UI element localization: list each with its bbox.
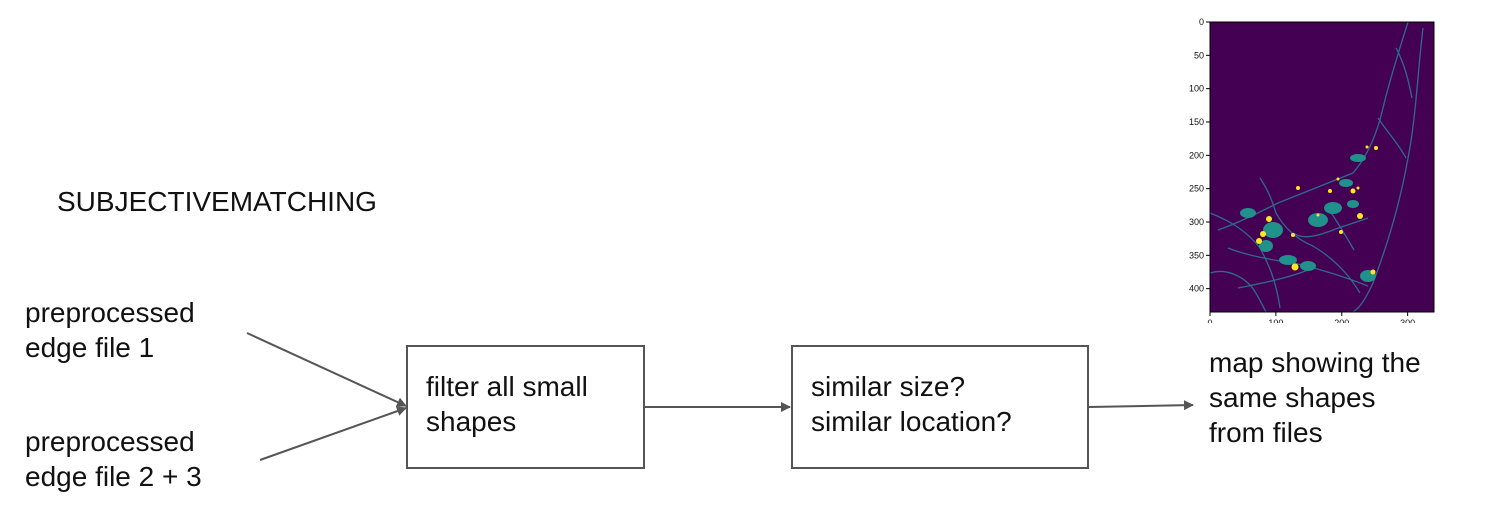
arrow-input1-to-filter — [246, 332, 407, 407]
map-x-axis: 0 100 200 300 — [1207, 312, 1415, 323]
map-x-tick-label: 200 — [1334, 318, 1349, 323]
map-y-tick-label: 150 — [1189, 117, 1204, 127]
map-y-axis: 0 50 100 150 200 250 300 350 400 — [1189, 17, 1210, 294]
map-y-tick-label: 0 — [1199, 17, 1204, 27]
map-x-tick-label: 0 — [1207, 318, 1212, 323]
diagram-title: SUBJECTIVEMATCHING — [57, 186, 377, 217]
map-y-tick-label: 300 — [1189, 217, 1204, 227]
map-y-tick-label: 50 — [1194, 50, 1204, 60]
map-y-tick-label: 350 — [1189, 250, 1204, 260]
map-background — [1210, 22, 1434, 312]
compare-step-box: similar size? similar location? — [791, 345, 1089, 469]
map-y-tick-label: 100 — [1189, 84, 1204, 94]
matched-shapes-map: 0 50 100 150 200 250 300 350 400 0 100 200 300 — [1189, 17, 1435, 323]
output-description: map showing the same shapes from files — [1209, 347, 1421, 448]
map-y-tick-label: 400 — [1189, 284, 1204, 294]
arrow-input2-to-filter — [259, 406, 407, 461]
input-edge-file-1: preprocessed edge file 1 — [25, 297, 195, 363]
compare-step-label: similar size? similar location? — [811, 371, 1012, 437]
input-edge-file-2-3: preprocessed edge file 2 + 3 — [25, 426, 202, 492]
arrow-compare-to-output — [1088, 400, 1194, 411]
filter-step-box: filter all small shapes — [406, 345, 645, 469]
filter-step-label: filter all small shapes — [426, 371, 588, 437]
map-x-tick-label: 300 — [1400, 318, 1415, 323]
map-y-tick-label: 200 — [1189, 150, 1204, 160]
map-matched-shapes — [1256, 145, 1378, 275]
map-frame — [1209, 21, 1435, 313]
map-y-tick-label: 250 — [1189, 184, 1204, 194]
map-x-tick-label: 100 — [1268, 318, 1283, 323]
